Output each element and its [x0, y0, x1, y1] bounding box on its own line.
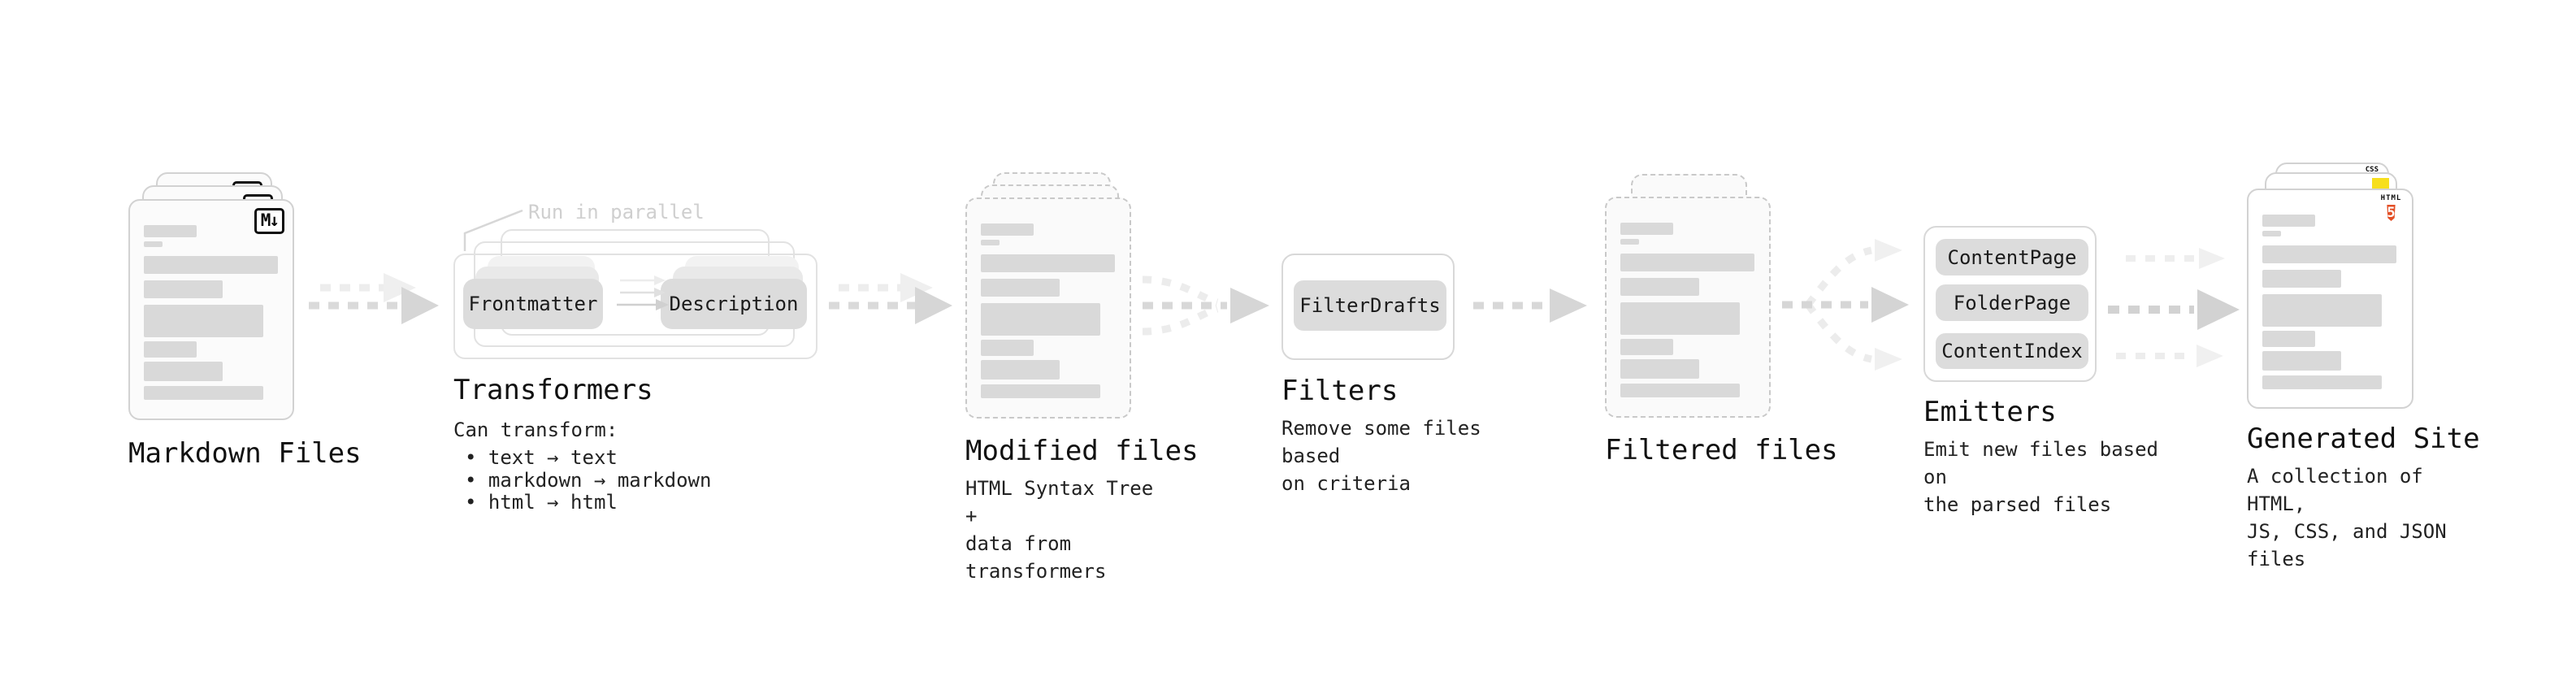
doc-placeholder-text: [144, 201, 284, 419]
modified-file-card-front: [965, 197, 1131, 419]
placeholder-line: [981, 240, 1000, 245]
placeholder-line: [981, 360, 1060, 380]
placeholder-line: [981, 254, 1115, 272]
stage-emitters: ContentPage FolderPage ContentIndex Emit…: [1923, 226, 2159, 518]
placeholder-line: [1620, 384, 1740, 397]
transformer-frame-front: [453, 254, 817, 359]
generated-site-description: A collection of HTML, JS, CSS, and JSON …: [2247, 465, 2447, 570]
arrow-fanout-filtered-to-emitters: [1782, 239, 1909, 371]
filtered-file-stack: [1605, 174, 1800, 418]
placeholder-line: [144, 241, 163, 247]
stage-generated-site: CSS HTML 5 Generated Site A collection o…: [2247, 163, 2483, 573]
description-pill: Description: [661, 279, 807, 329]
html-file-card: HTML 5: [2247, 189, 2413, 409]
placeholder-line: [1620, 359, 1699, 379]
placeholder-line: [1620, 254, 1754, 271]
transformers-label: Transformers: [453, 374, 653, 406]
transformers-subtitle: Can transform:: [453, 419, 618, 441]
stage-transformers: Run in parallel Frontmatter Description …: [453, 199, 835, 514]
filterdrafts-pill: FilterDrafts: [1294, 280, 1446, 331]
placeholder-line: [981, 303, 1100, 336]
emitters-card: ContentPage FolderPage ContentIndex: [1923, 226, 2097, 382]
placeholder-line: [981, 279, 1060, 297]
filtered-files-label: Filtered files: [1605, 434, 1838, 466]
placeholder-line: [2262, 375, 2382, 389]
arrow-transformers-to-modified: [829, 273, 952, 324]
placeholder-line: [144, 280, 223, 298]
frontmatter-pill: Frontmatter: [463, 279, 603, 329]
folderpage-pill: FolderPage: [1936, 284, 2088, 321]
callout-line: [463, 209, 523, 251]
arrow-markdown-to-transformers: [309, 273, 439, 324]
placeholder-line: [144, 341, 197, 358]
contentindex-pill: ContentIndex: [1936, 333, 2088, 369]
placeholder-line: [1620, 278, 1699, 296]
filters-label: Filters: [1281, 375, 1399, 407]
site-file-stack: CSS HTML 5: [2247, 163, 2442, 409]
placeholder-line: [2262, 231, 2281, 236]
transform-bullet: • markdown → markdown: [465, 468, 712, 492]
doc-placeholder-text: [981, 199, 1121, 417]
markdown-file-stack: M↓ M↓ M↓: [128, 172, 323, 421]
stage-filtered-files: Filtered files: [1605, 174, 1838, 466]
placeholder-line: [144, 386, 263, 400]
modified-file-stack: [965, 172, 1160, 419]
transform-bullet: • text → text: [465, 446, 618, 469]
placeholder-line: [1620, 223, 1673, 235]
placeholder-line: [2262, 331, 2315, 347]
arrow-merge-modified-to-filters: [1142, 275, 1269, 336]
transform-bullet: • html → html: [465, 491, 618, 514]
markdown-icon: M↓: [254, 208, 284, 234]
doc-placeholder-text: [1620, 198, 1761, 416]
placeholder-line: [981, 340, 1034, 356]
modified-files-label: Modified files: [965, 435, 1199, 467]
placeholder-line: [2262, 215, 2315, 227]
stage-filters: FilterDrafts Filters Remove some files b…: [1281, 254, 1509, 497]
placeholder-line: [2262, 351, 2341, 371]
markdown-file-card-front: M↓: [128, 199, 294, 420]
arrow-filters-to-filtered: [1473, 288, 1587, 323]
placeholder-line: [2262, 294, 2382, 327]
html5-word: HTML: [2380, 194, 2402, 202]
placeholder-line: [144, 225, 197, 237]
placeholder-line: [144, 362, 223, 381]
js-icon: [2372, 178, 2389, 189]
filtered-file-card-front: [1605, 197, 1771, 418]
parallel-run-arrows: [617, 275, 669, 310]
placeholder-line: [981, 223, 1034, 236]
markdown-files-label: Markdown Files: [128, 437, 362, 470]
doc-placeholder-text: [2262, 190, 2404, 407]
stage-modified-files: Modified files HTML Syntax Tree + data f…: [965, 172, 1199, 585]
placeholder-line: [2262, 245, 2396, 263]
placeholder-line: [1620, 339, 1673, 355]
placeholder-line: [144, 305, 263, 337]
filters-card: FilterDrafts: [1281, 254, 1455, 360]
stage-markdown-files: M↓ M↓ M↓ Markdown Files: [128, 172, 362, 470]
generated-site-label: Generated Site: [2247, 423, 2480, 455]
run-in-parallel-note: Run in parallel: [528, 201, 705, 223]
placeholder-line: [1620, 302, 1740, 335]
filters-description: Remove some files based on criteria: [1281, 417, 1481, 495]
emitters-description: Emit new files based on the parsed files: [1923, 438, 2158, 516]
html5-icon: HTML 5: [2380, 194, 2402, 223]
placeholder-line: [2262, 270, 2341, 288]
placeholder-line: [981, 384, 1100, 398]
emitters-label: Emitters: [1923, 396, 2057, 428]
placeholder-line: [144, 256, 278, 274]
modified-files-description: HTML Syntax Tree + data from transformer…: [965, 477, 1154, 583]
transformers-visual: Run in parallel Frontmatter Description: [453, 199, 827, 362]
placeholder-line: [1620, 239, 1639, 245]
html5-shield: 5: [2387, 205, 2396, 221]
contentpage-pill: ContentPage: [1936, 239, 2088, 275]
arrows-emitters-to-site: [2108, 248, 2240, 367]
